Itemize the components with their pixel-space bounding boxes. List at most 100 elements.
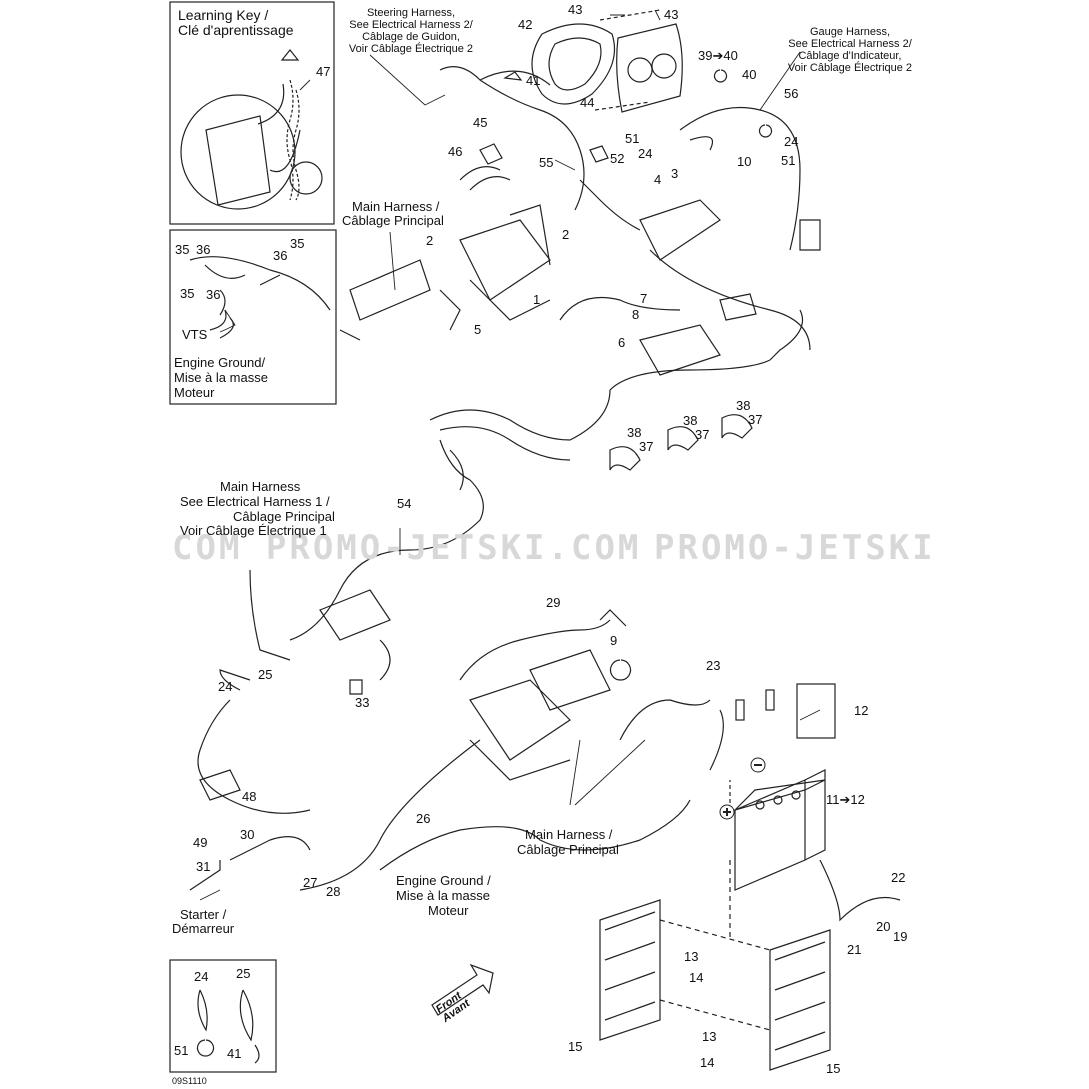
part-number-33: 33 <box>355 695 370 710</box>
diagram-code: 09S1110 <box>172 1076 207 1086</box>
engine-ground-inset-drawing <box>189 256 331 339</box>
learning-key-title-fr: Clé d'aprentissage <box>178 22 294 38</box>
part-number-35b: 35 <box>290 236 305 251</box>
part-number-47: 47 <box>316 64 331 79</box>
part-number-48: 48 <box>242 789 257 804</box>
gauge-harness-note-2: See Electrical Harness 2/ <box>788 38 912 50</box>
part-number-2b: 2 <box>562 227 570 242</box>
part-number-36b: 36 <box>273 248 288 263</box>
part-number-24a: 24 <box>638 146 653 161</box>
part-number-35a: 35 <box>175 242 190 257</box>
part-number-24c: 24 <box>218 679 233 694</box>
vts-label: VTS <box>182 327 208 342</box>
battery-drawing <box>729 689 826 891</box>
ties-inset-box <box>169 959 277 1073</box>
part-number-27: 27 <box>303 875 318 890</box>
part-number-51b: 51 <box>781 153 796 168</box>
watermark-right: PROMO-JETSKI <box>654 528 936 568</box>
main-harness-mid-3: Câblage Principal <box>233 509 335 524</box>
part-number-25a: 25 <box>258 667 273 682</box>
steering-harness-note-4: Voir Câblage Électrique 2 <box>348 43 474 55</box>
part-number-20: 20 <box>876 919 891 934</box>
part-number-14b: 14 <box>700 1055 715 1070</box>
part-number-23: 23 <box>706 658 721 673</box>
part-number-43b: 43 <box>664 7 679 22</box>
steering-harness-note-3: Câblage de Guidon, <box>362 31 460 43</box>
part-number-26: 26 <box>416 811 431 826</box>
part-number-43a: 43 <box>568 2 583 17</box>
part-number-30: 30 <box>240 827 255 842</box>
part-number-39: 39➔40 <box>698 48 738 63</box>
part-number-40: 40 <box>742 67 757 82</box>
engine-ground-inset-box <box>169 229 337 405</box>
learning-key-title: Learning Key / <box>178 7 269 23</box>
part-number-24d: 24 <box>194 969 209 984</box>
part-number-51c: 51 <box>174 1043 189 1058</box>
clips-37-38-drawing <box>609 414 753 471</box>
part-number-41b: 41 <box>227 1046 242 1061</box>
part-number-28: 28 <box>326 884 341 899</box>
front-arrow <box>431 963 494 1016</box>
battery-tray-drawing <box>599 860 831 1071</box>
main-harness-bottom-2: Câblage Principal <box>517 842 619 857</box>
part-number-6: 6 <box>618 335 626 350</box>
part-number-29: 29 <box>546 595 561 610</box>
engine-ground-bottom-2: Mise à la masse <box>396 888 490 903</box>
part-number-11: 11➔12 <box>826 792 865 807</box>
part-number-36a: 36 <box>196 242 211 257</box>
part-number-38c: 38 <box>627 425 642 440</box>
part-number-56: 56 <box>784 86 799 101</box>
main-harness-mid-1: Main Harness <box>220 479 301 494</box>
learning-key-drawing <box>180 49 323 210</box>
learning-key-inset-box <box>169 1 335 225</box>
bolt-inset-box <box>796 683 836 739</box>
starter-label-2: Démarreur <box>172 921 235 936</box>
part-number-9: 9 <box>610 633 618 648</box>
part-number-3: 3 <box>671 166 679 181</box>
part-number-24b: 24 <box>784 134 799 149</box>
engine-ground-bottom-1: Engine Ground / <box>396 873 491 888</box>
part-number-5: 5 <box>474 322 482 337</box>
main-harness-mid-4: Voir Câblage Électrique 1 <box>180 523 327 538</box>
part-number-44: 44 <box>580 95 595 110</box>
engine-ground-bottom-3: Moteur <box>428 903 469 918</box>
part-number-1: 1 <box>533 292 541 307</box>
part-number-14a: 14 <box>689 970 704 985</box>
gauge-harness-note-4: Voir Câblage Électrique 2 <box>787 62 913 74</box>
part-number-42: 42 <box>518 17 533 32</box>
starter-label-1: Starter / <box>180 907 227 922</box>
lower-harness-drawing <box>189 609 901 922</box>
part-number-36c: 36 <box>206 287 221 302</box>
gauge-harness-note-1: Gauge Harness, <box>809 26 891 38</box>
part-number-49: 49 <box>193 835 208 850</box>
steering-harness-drawing <box>439 66 641 231</box>
part-number-35c: 35 <box>180 286 195 301</box>
part-number-2a: 2 <box>426 233 434 248</box>
part-number-13b: 13 <box>702 1029 717 1044</box>
main-harness-mid-2: See Electrical Harness 1 / <box>180 494 330 509</box>
part-number-38b: 38 <box>683 413 698 428</box>
main-harness-top-1: Main Harness / <box>352 199 440 214</box>
part-number-37c: 37 <box>639 439 654 454</box>
part-number-31: 31 <box>196 859 211 874</box>
part-number-54: 54 <box>397 496 412 511</box>
part-number-25b: 25 <box>236 966 251 981</box>
part-number-8: 8 <box>632 307 640 322</box>
part-number-46: 46 <box>448 144 463 159</box>
main-harness-bottom-1: Main Harness / <box>525 827 613 842</box>
part-number-21: 21 <box>847 942 862 957</box>
gauge-harness-drawing <box>679 107 821 251</box>
part-number-13a: 13 <box>684 949 699 964</box>
main-harness-top-2: Câblage Principal <box>342 213 444 228</box>
part-number-38a: 38 <box>736 398 751 413</box>
main-block-top-drawing <box>339 199 811 376</box>
part-number-51a: 51 <box>625 131 640 146</box>
watermark-left: COM PROMO-JETSKI.COM <box>172 528 642 568</box>
part-number-55: 55 <box>539 155 554 170</box>
engine-ground-box-1: Engine Ground/ <box>174 355 266 370</box>
engine-ground-box-2: Mise à la masse <box>174 370 268 385</box>
part-number-10: 10 <box>737 154 752 169</box>
steering-harness-note-2: See Electrical Harness 2/ <box>349 19 473 31</box>
